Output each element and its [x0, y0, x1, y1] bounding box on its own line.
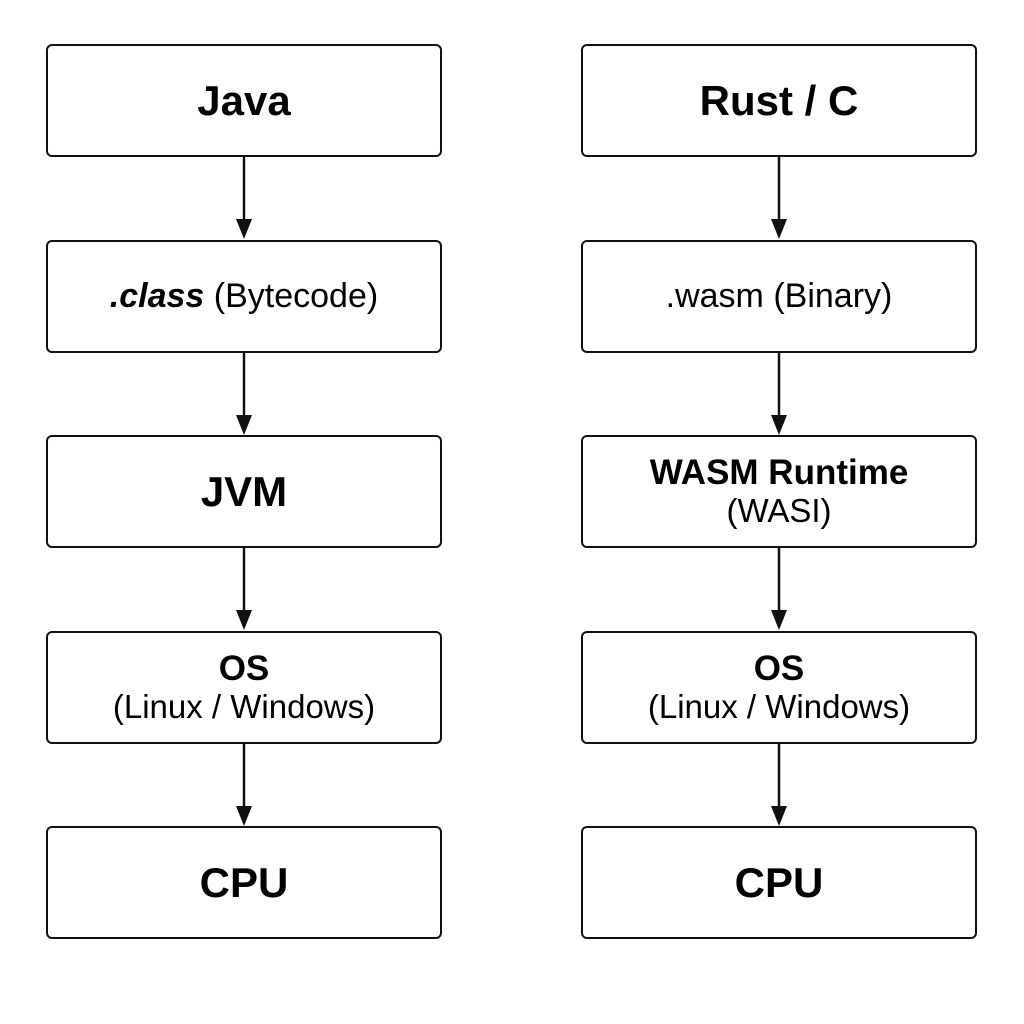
cpu-label-right: CPU [734, 858, 824, 906]
os-desc-label-right: (Linux / Windows) [647, 687, 911, 725]
rust-c-node: Rust / C [581, 44, 977, 157]
wasm-stack-column: Rust / C .wasm (Binary) WASM Runtime (WA… [581, 0, 977, 1024]
arrow-os-to-cpu-right [771, 744, 787, 826]
wasi-label: (WASI) [726, 491, 832, 529]
os-desc-label-left: (Linux / Windows) [112, 687, 376, 725]
java-label: Java [197, 76, 291, 124]
os-label-right: OS [753, 649, 805, 689]
wasm-runtime-node: WASM Runtime (WASI) [581, 435, 977, 548]
os-node-left: OS (Linux / Windows) [46, 631, 442, 744]
bytecode-desc-label: (Bytecode) [213, 277, 379, 316]
cpu-node-left: CPU [46, 826, 442, 939]
bytecode-ext-label: .class [109, 277, 205, 316]
arrow-java-to-bytecode [236, 157, 252, 239]
cpu-node-right: CPU [581, 826, 977, 939]
arrow-wasm-to-runtime [771, 353, 787, 435]
wasm-binary-node: .wasm (Binary) [581, 240, 977, 353]
arrow-runtime-to-os [771, 548, 787, 630]
wasm-runtime-label: WASM Runtime [649, 453, 909, 493]
bytecode-line: .class (Bytecode) [110, 277, 378, 315]
jvm-label: JVM [200, 467, 288, 515]
java-node: Java [46, 44, 442, 157]
jvm-node: JVM [46, 435, 442, 548]
arrow-os-to-cpu-left [236, 744, 252, 826]
cpu-label-left: CPU [199, 858, 289, 906]
java-stack-column: Java .class (Bytecode) JVM OS (Linux / W… [46, 0, 442, 1024]
arrow-jvm-to-os [236, 548, 252, 630]
arrow-bytecode-to-jvm [236, 353, 252, 435]
os-label-left: OS [218, 649, 270, 689]
arrow-rust-to-wasm [771, 157, 787, 239]
os-node-right: OS (Linux / Windows) [581, 631, 977, 744]
rust-c-label: Rust / C [699, 76, 859, 124]
bytecode-node: .class (Bytecode) [46, 240, 442, 353]
wasm-binary-label: .wasm (Binary) [665, 277, 893, 316]
